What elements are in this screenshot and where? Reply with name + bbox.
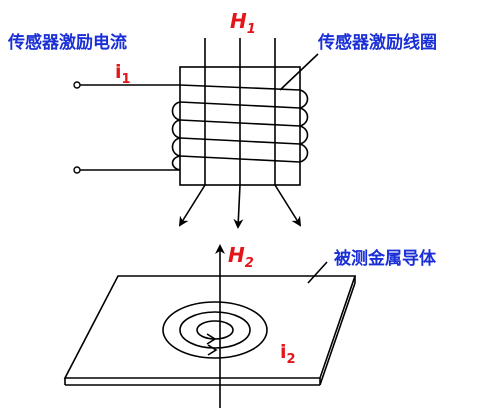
h2-symbol: H2 (228, 243, 254, 271)
i1-symbol: i1 (115, 61, 131, 87)
terminal-top (73, 81, 81, 89)
coil-windings (171, 84, 309, 171)
excitation-current-label: 传感器激励电流 (7, 32, 127, 53)
excitation-coil-label: 传感器激励线圈 (317, 32, 437, 53)
metal-plate (63, 275, 357, 379)
i2-symbol: i2 (280, 341, 296, 367)
terminal-bottom (73, 166, 81, 174)
field-arrow-right (274, 184, 302, 227)
coil-pointer-line (279, 53, 319, 91)
eddy-ring-middle (179, 311, 251, 349)
eddy-arrowhead-1 (207, 344, 218, 356)
plate-pointer-line (307, 261, 328, 284)
h1-symbol: H1 (230, 9, 256, 37)
metal-conductor-label: 被测金属导体 (334, 248, 437, 269)
eddy-ring-inner (196, 320, 234, 340)
field-arrow-center (233, 184, 244, 229)
field-arrow-left (178, 184, 206, 227)
eddy-arrowhead-2 (206, 333, 217, 345)
eddy-ring-outer (162, 301, 268, 359)
plate-side-edge (319, 282, 356, 386)
